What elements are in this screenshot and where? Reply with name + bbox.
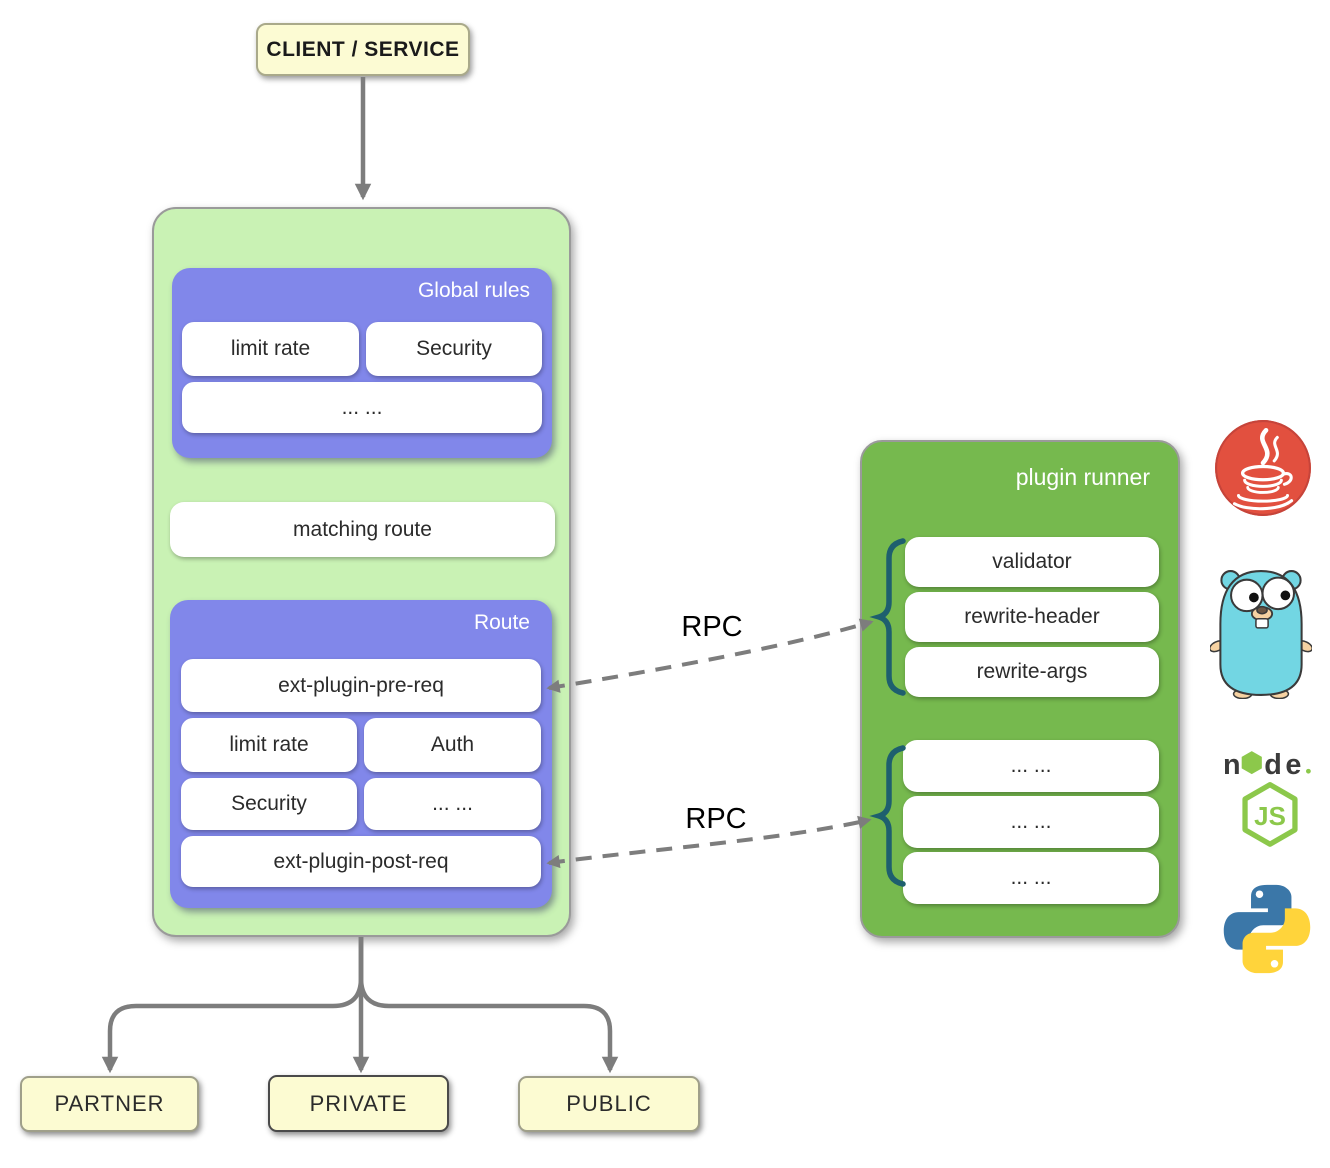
global-rules-title: Global rules <box>417 279 530 302</box>
plugin-runner-title: plugin runner <box>1015 464 1150 490</box>
rpc-pre-label: RPC <box>681 611 743 643</box>
gopher-pupil <box>1249 592 1259 603</box>
plugin-box-auth: Auth <box>364 718 541 772</box>
python-icon <box>1223 884 1311 974</box>
node-wordmark-e: e <box>1285 749 1301 781</box>
route-title: Route <box>473 611 530 634</box>
go-gopher-icon <box>1210 570 1312 699</box>
python-eye <box>1255 890 1264 898</box>
plugin-box-ext-plugin-pre-req: ext-plugin-pre-req <box>181 659 541 712</box>
client-service-box: CLIENT / SERVICE <box>256 23 470 76</box>
node-wordmark-d: d <box>1264 749 1282 781</box>
plugin-label: ... ... <box>1010 754 1052 777</box>
runner-plugin-rewrite-args: rewrite-args <box>905 647 1159 697</box>
plugin-label: ... ... <box>432 792 473 815</box>
plugin-label: Auth <box>430 733 475 756</box>
gateway-to-public-arrow <box>358 937 619 1074</box>
upstream-label: PARTNER <box>54 1091 165 1116</box>
plugin-label: ... ... <box>1010 810 1052 833</box>
runner-plugin-more: ... ... <box>903 740 1159 792</box>
runner-plugin-more: ... ... <box>903 852 1159 904</box>
plugin-box-security: Security <box>366 322 542 376</box>
plugin-label: validator <box>992 550 1072 573</box>
plugin-label: limit rate <box>230 337 311 360</box>
plugin-label: ext-plugin-post-req <box>273 849 449 873</box>
java-icon <box>1215 420 1311 516</box>
gopher-nose <box>1256 605 1268 615</box>
python-blue-snake <box>1223 884 1292 950</box>
plugin-box-ext-plugin-post-req: ext-plugin-post-req <box>181 836 541 887</box>
plugin-box-security: Security <box>181 778 357 830</box>
plugin-box-limit-rate: limit rate <box>182 322 359 376</box>
upstream-private-box: PRIVATE <box>268 1075 449 1132</box>
node-js-badge: JS <box>1254 803 1286 831</box>
plugin-label: Security <box>416 337 492 360</box>
plugin-box-limit-rate: limit rate <box>181 718 357 772</box>
gopher-eye <box>1261 576 1296 611</box>
plugin-label: Security <box>231 792 307 815</box>
gateway-to-partner-arrow <box>101 937 364 1074</box>
node-wordmark-n: n <box>1223 749 1241 781</box>
node-wordmark-dot <box>1306 768 1311 774</box>
node-hexagon <box>1242 782 1298 847</box>
upstream-label: PRIVATE <box>309 1090 408 1116</box>
client-service-label: CLIENT / SERVICE <box>266 37 460 61</box>
plugin-label: rewrite-args <box>976 660 1088 683</box>
plugin-box-more: ... ... <box>364 778 541 830</box>
java-coffee-cup <box>1232 427 1294 511</box>
plugin-label: ... ... <box>341 395 383 419</box>
rpc-post-label: RPC <box>685 803 747 835</box>
gopher-pupil <box>1280 590 1291 601</box>
plugin-label: limit rate <box>229 733 309 756</box>
upstream-partner-box: PARTNER <box>20 1076 199 1132</box>
upstream-public-box: PUBLIC <box>518 1076 700 1132</box>
upstream-label: PUBLIC <box>566 1091 652 1116</box>
plugin-label: rewrite-header <box>964 605 1100 628</box>
plugin-box-more: ... ... <box>182 382 542 433</box>
runner-plugin-more: ... ... <box>903 796 1159 848</box>
plugin-label: ... ... <box>1010 866 1052 889</box>
runner-plugin-validator: validator <box>905 537 1159 587</box>
nodejs-icon: n d e JS <box>1223 749 1311 847</box>
plugin-label: ext-plugin-pre-req <box>278 673 444 697</box>
matching-route-label: matching route <box>293 517 432 541</box>
python-yellow-snake <box>1242 908 1311 974</box>
matching-route-box: matching route <box>170 502 555 557</box>
python-eye <box>1270 960 1279 968</box>
runner-plugin-rewrite-header: rewrite-header <box>905 592 1159 642</box>
node-wordmark-hexagon-o <box>1241 751 1262 775</box>
java-circle-rim <box>1215 420 1311 516</box>
gopher-teeth <box>1255 618 1269 629</box>
